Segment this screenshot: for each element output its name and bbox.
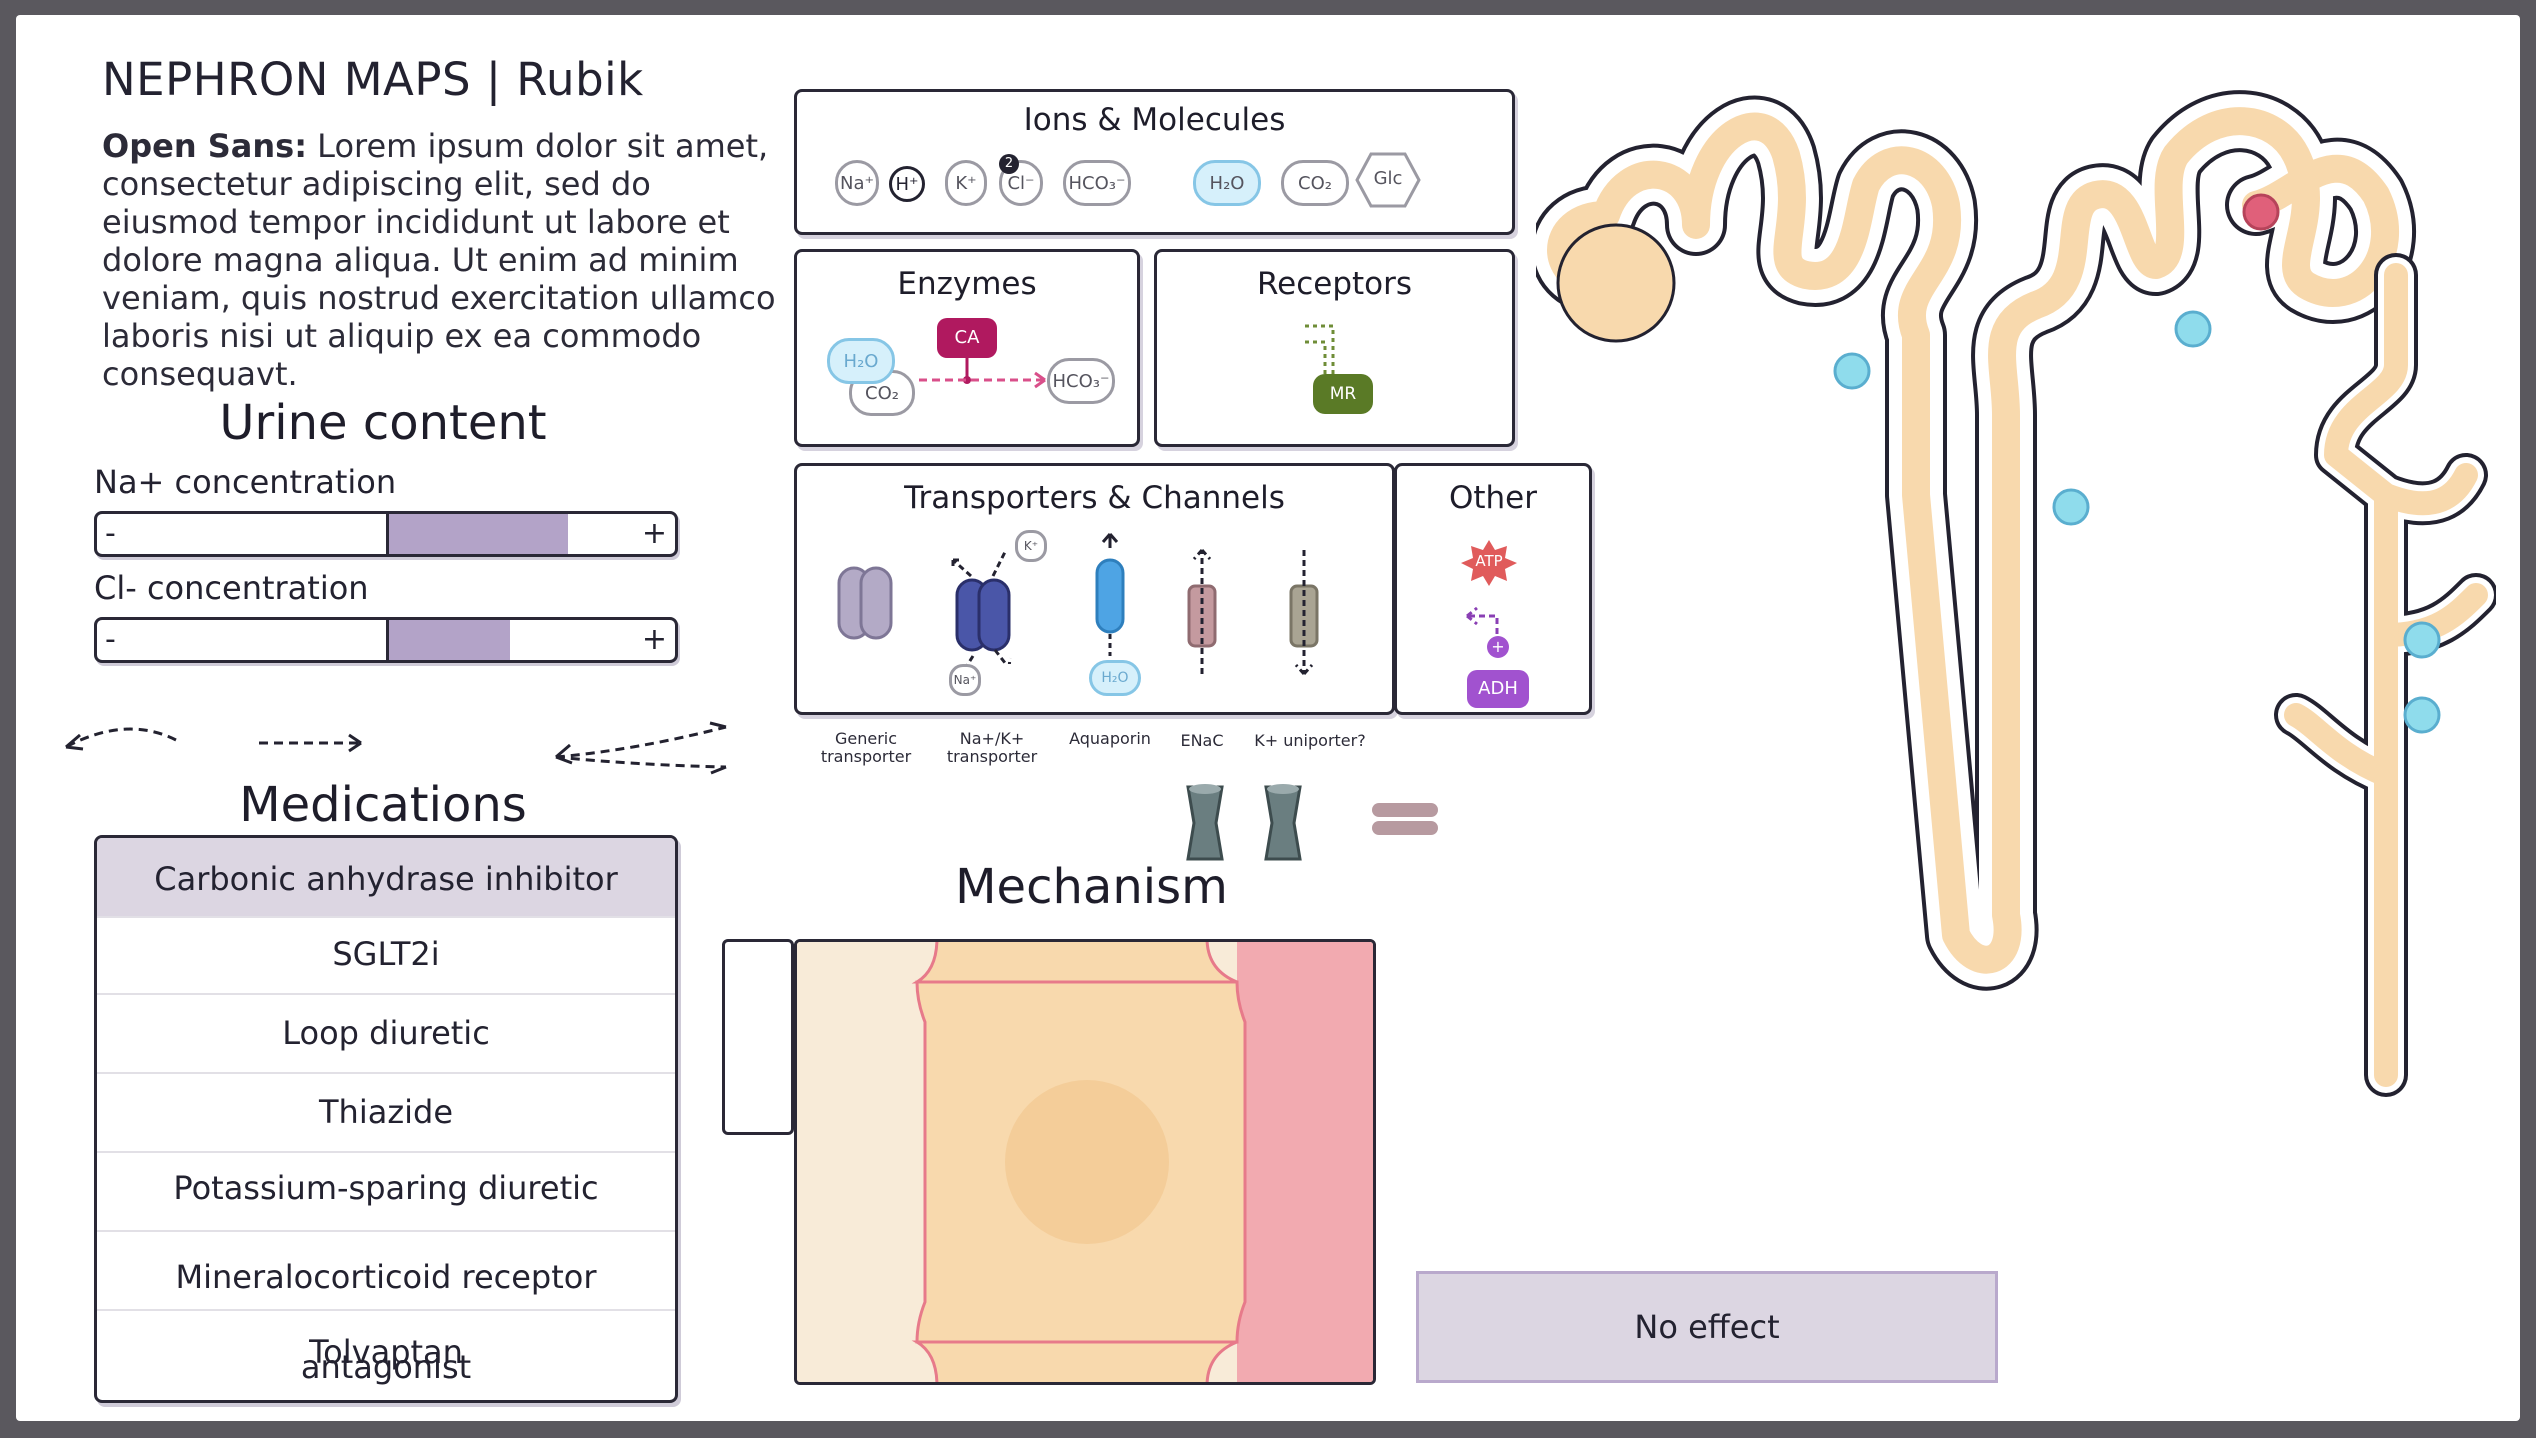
na-ion-chip[interactable]: Na⁺: [835, 160, 879, 206]
aquaporin-caption: Aquaporin: [1069, 729, 1151, 748]
mr-receptor-icon: MR: [1313, 374, 1373, 414]
na-minus[interactable]: -: [105, 516, 116, 551]
k-ion-chip[interactable]: K⁺: [945, 160, 987, 206]
na-concentration-label: Na+ concentration: [94, 463, 397, 501]
enzyme-reaction-arrow: [919, 356, 1046, 389]
co2-chip[interactable]: CO₂: [1281, 160, 1349, 206]
nephron-marker-5: [2403, 696, 2441, 734]
intro-paragraph: Open Sans: Lorem ipsum dolor sit amet, c…: [102, 127, 782, 393]
mechanism-canvas[interactable]: [794, 939, 1376, 1385]
h-ion-chip[interactable]: H⁺: [889, 166, 925, 202]
cl-badge: 2: [999, 154, 1019, 174]
effect-result: No effect: [1416, 1271, 1998, 1383]
glc-label: Glc: [1373, 168, 1403, 189]
nephron-marker-1: [1833, 352, 1871, 390]
enac-caption: ENaC: [1180, 731, 1224, 750]
nephron-marker-3: [2174, 310, 2212, 348]
generic-transporter-icon: [837, 566, 893, 640]
medications-title: Medications: [239, 777, 527, 833]
receptors-title: Receptors: [1256, 266, 1413, 302]
atp-label: ATP: [1475, 552, 1503, 570]
na-ion-small: Na⁺: [949, 664, 981, 696]
cl-ion-chip[interactable]: Cl⁻: [999, 160, 1043, 206]
receptors-panel: Receptors MR: [1154, 249, 1515, 447]
urine-content-title: Urine content: [219, 395, 547, 451]
glc-hexagon-icon[interactable]: [1355, 150, 1421, 210]
med-loop-diuretic[interactable]: Loop diuretic: [97, 995, 675, 1074]
nephron-marker-2: [2052, 488, 2090, 526]
extra-channels-icons[interactable]: [1180, 779, 1470, 869]
enzymes-panel: Enzymes CO₂ H₂O CA HCO₃⁻: [794, 249, 1140, 447]
h2o-chip[interactable]: H₂O: [1193, 160, 1261, 206]
cl-concentration-slider[interactable]: - +: [94, 617, 678, 663]
dashed-arrows-decoration: [65, 721, 727, 775]
nephron-marker-4: [2403, 621, 2441, 659]
cell-illustration: [797, 942, 1373, 1382]
cl-concentration-label: Cl- concentration: [94, 569, 369, 607]
adh-plus-badge: +: [1487, 636, 1509, 658]
med-tolvaptan[interactable]: Tolvaptan: [309, 1333, 463, 1371]
med-carbonic-anhydrase-inhibitor[interactable]: Carbonic anhydrase inhibitor: [97, 838, 675, 918]
na-level-fill: [386, 514, 569, 554]
adh-icon: ADH: [1467, 670, 1529, 708]
med-thiazide[interactable]: Thiazide: [97, 1074, 675, 1153]
receptor-antenna-icon: [1305, 324, 1335, 378]
na-concentration-slider[interactable]: - +: [94, 511, 678, 557]
na-plus[interactable]: +: [641, 516, 667, 551]
mechanism-side-slot[interactable]: [722, 939, 794, 1135]
other-panel: Other ATP + ADH: [1394, 463, 1592, 715]
nephron-diagram: [1536, 90, 2496, 1097]
med-sglt2i[interactable]: SGLT2i: [97, 916, 675, 995]
adh-signal-arrow: [1466, 606, 1499, 644]
enzymes-title: Enzymes: [897, 266, 1037, 302]
k-uniporter-icon: [1289, 550, 1319, 675]
other-title: Other: [1448, 480, 1538, 516]
intro-text: Lorem ipsum dolor sit amet, consectetur …: [102, 127, 776, 393]
med-mra[interactable]: Mineralocorticoid receptor antagonist: [97, 1232, 675, 1386]
medications-list: Carbonic anhydrase inhibitor SGLT2i Loop…: [94, 835, 678, 1403]
cl-level-fill: [386, 620, 511, 660]
ions-title: Ions & Molecules: [1023, 102, 1286, 138]
canvas: NEPHRON MAPS | Rubik Open Sans: Lorem ip…: [16, 15, 2520, 1421]
enzyme-hco3-chip: HCO₃⁻: [1047, 358, 1115, 404]
na-k-transporter-icon: [951, 551, 1012, 664]
page-title: NEPHRON MAPS | Rubik: [102, 53, 644, 106]
cl-plus[interactable]: +: [641, 622, 667, 657]
k-uniporter-caption: K+ uniporter?: [1254, 731, 1366, 750]
aquaporin-h2o: H₂O: [1089, 660, 1141, 696]
na-k-transporter-caption: Na+/K+ transporter: [946, 729, 1038, 766]
generic-transporter-caption: Generic transporter: [820, 729, 912, 766]
enac-icon: [1187, 549, 1217, 674]
k-ion-small: K⁺: [1015, 530, 1047, 562]
ca-enzyme-badge: CA: [937, 318, 997, 358]
mechanism-title: Mechanism: [955, 859, 1228, 915]
aquaporin-icon: [1095, 533, 1125, 656]
transporters-panel: Transporters & Channels Generic transpor…: [794, 463, 1395, 766]
transporters-title: Transporters & Channels: [904, 480, 1285, 516]
atp-icon: [1461, 540, 1517, 586]
nephron-marker-red: [2242, 193, 2280, 231]
med-potassium-sparing-diuretic[interactable]: Potassium-sparing diuretic: [97, 1153, 675, 1232]
cl-minus[interactable]: -: [105, 622, 116, 657]
enzyme-h2o-chip: H₂O: [827, 338, 895, 384]
hco3-chip[interactable]: HCO₃⁻: [1063, 160, 1131, 206]
ions-panel: Ions & Molecules Na⁺ H⁺ K⁺ Cl⁻ 2 HCO₃⁻ H…: [794, 89, 1515, 235]
intro-bold: Open Sans:: [102, 127, 307, 165]
